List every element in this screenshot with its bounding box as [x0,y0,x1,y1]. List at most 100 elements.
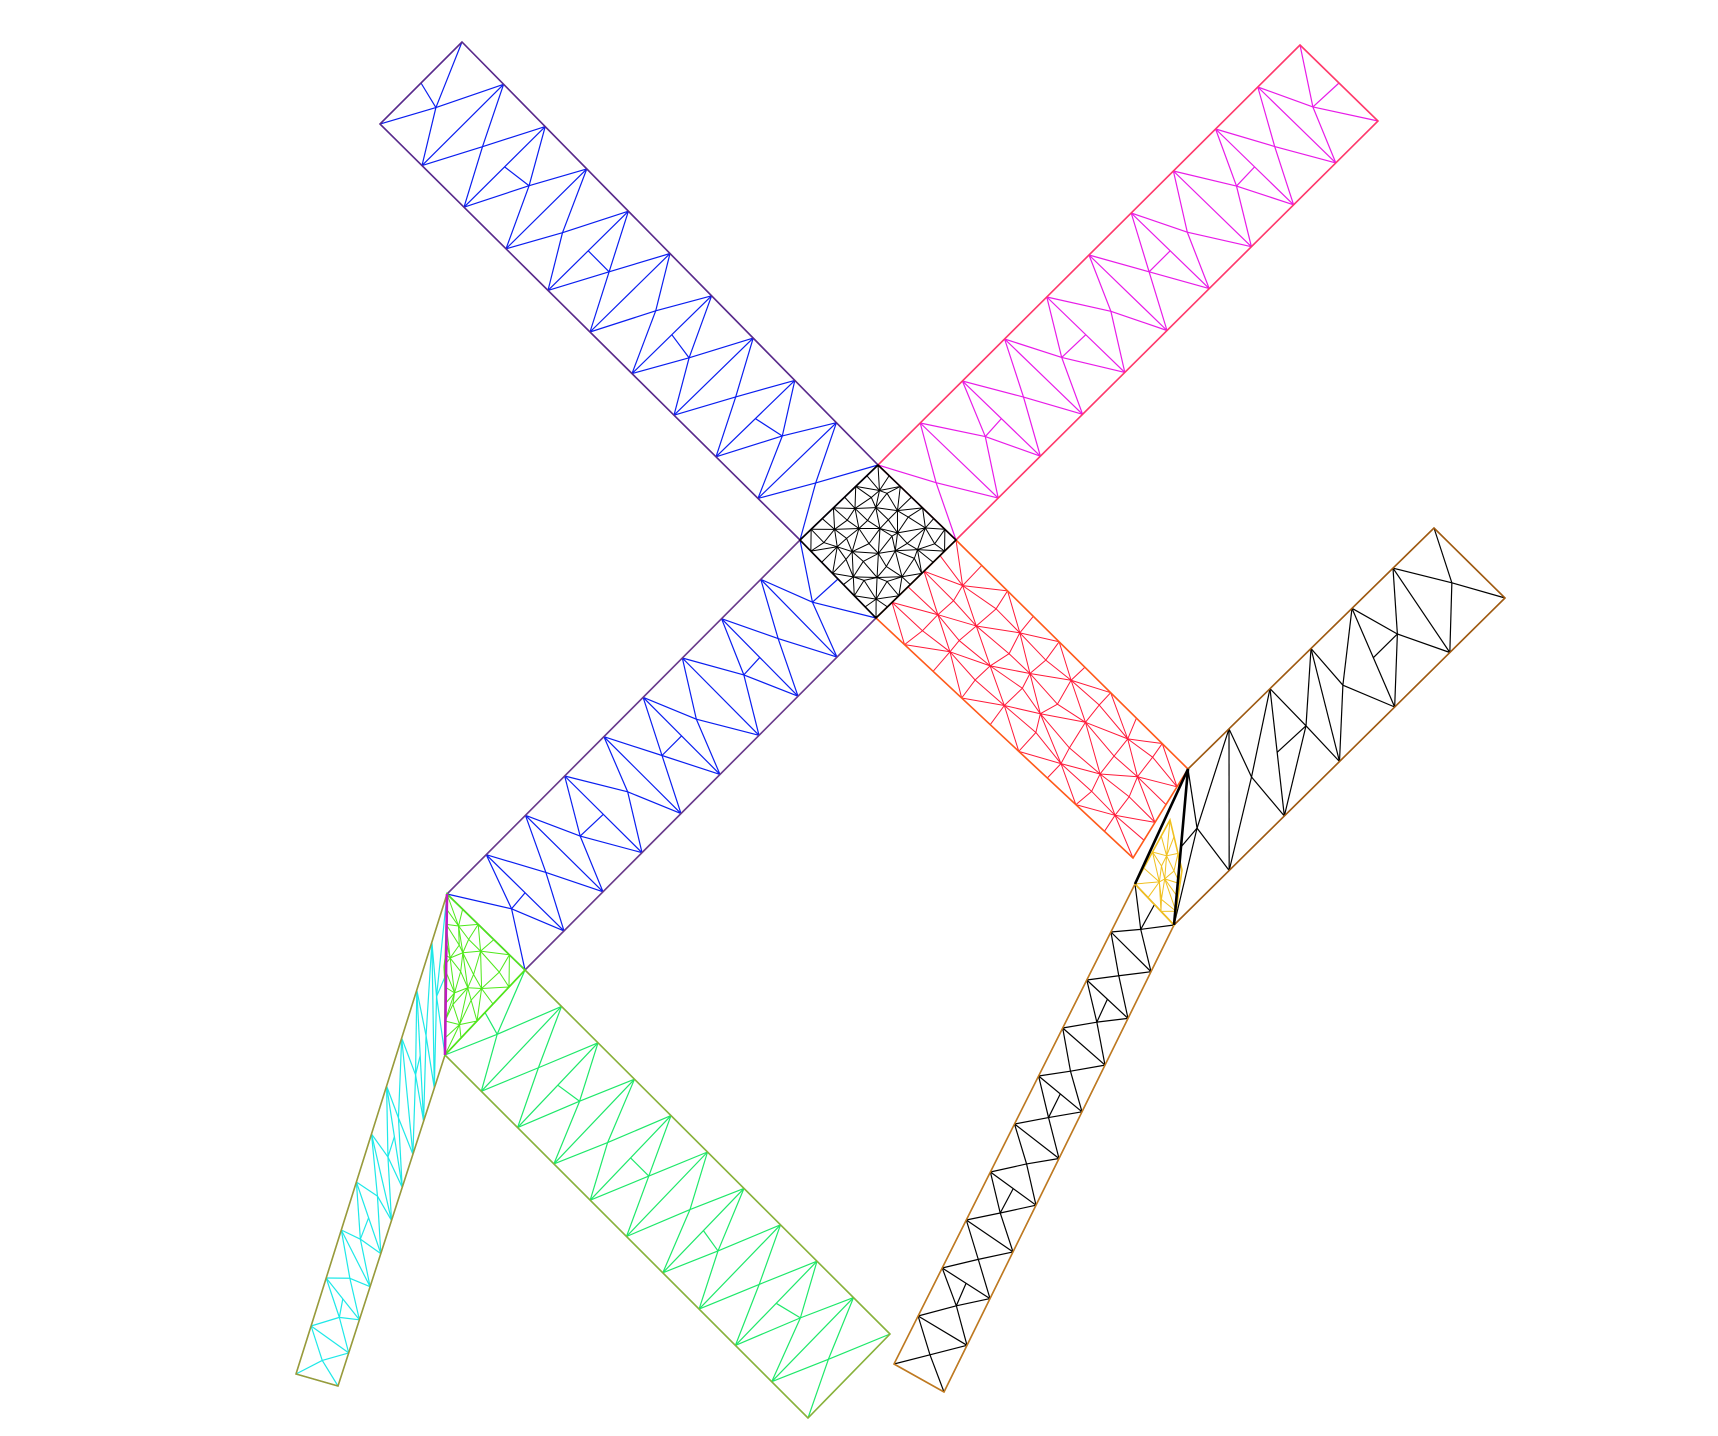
mesh-edge [887,519,898,534]
mesh-edge [735,379,795,398]
mesh-edge [897,496,912,511]
mesh-edge [877,553,887,567]
mesh-edge [942,1258,979,1269]
mesh-edge [924,527,936,545]
mesh-edge [893,1354,931,1365]
mesh-edge [898,576,903,596]
mesh-edge [1113,755,1138,778]
mesh-edge [917,549,934,563]
mesh-edge [827,1297,855,1360]
mesh-edge [1392,567,1451,653]
mesh-edge [449,944,460,959]
mesh-edge [1235,185,1252,247]
mesh-edge [984,418,1002,437]
left-strut-mesh [294,893,448,1387]
mesh-edge [1137,756,1154,778]
mesh-edge [877,464,937,484]
mesh-edge [958,640,991,667]
mesh-edge [961,679,976,699]
mesh-edge [1008,653,1031,674]
mesh-edge [1091,773,1101,792]
mesh-edge [1136,776,1156,823]
mesh-edge [1019,632,1060,643]
mesh-edge [414,1055,421,1075]
mesh-edge [870,497,877,508]
mesh-edge [1019,632,1047,661]
mesh-edge [811,601,838,658]
mesh-edge [387,1156,403,1188]
mesh-edge [452,1004,461,1025]
mesh-edge [976,625,1020,634]
mesh-edge [1257,86,1276,147]
mesh-edge [476,988,483,1022]
mesh-edge [897,527,926,534]
mesh-edge [1351,607,1398,635]
mesh-edge [673,337,754,416]
mesh-edge [486,854,547,874]
mesh-edge [854,595,877,600]
mesh-edge [852,551,879,554]
mesh-edge [1158,881,1162,912]
mesh-edge [895,549,918,552]
mesh-edge [886,493,898,511]
mesh-edge [1100,773,1138,778]
mesh-edge [468,924,479,940]
mesh-edge [1130,212,1150,272]
mesh-edge [1251,776,1285,817]
mesh-edge [877,535,893,554]
mesh-edge [721,618,779,640]
mesh-edge [1148,271,1168,331]
mesh-edge [579,1042,599,1102]
mesh-edge [875,598,888,608]
mesh-edge [1023,396,1083,415]
mesh-edge [397,1117,403,1188]
right-strut-outline [892,882,1175,1394]
upper-left-arm-mesh [378,40,880,542]
mesh-edge [1164,870,1175,880]
mesh-edge [1137,776,1167,805]
mesh-edge [941,1267,957,1306]
mesh-edge [480,1034,498,1092]
mesh-edge [1110,692,1129,740]
mesh-edge [467,987,472,1001]
mesh-edge [702,1230,719,1252]
mesh-edge [1127,738,1163,745]
mesh-edge [937,614,977,627]
mesh-edge [984,436,999,499]
mesh-edge [1312,82,1340,108]
mesh-edge [356,1181,378,1197]
mesh-edge [821,518,835,530]
mesh-edge [897,516,909,534]
mesh-edge [1084,722,1101,775]
mesh-edge [452,987,469,1005]
mesh-edge [688,337,754,359]
mesh-edge [876,577,888,582]
mesh-edge [1110,311,1126,373]
mesh-edge [834,528,847,539]
mesh-edge [1019,632,1031,674]
mesh-edge [800,1297,854,1319]
mesh-edge [562,210,629,234]
mesh-edge [815,464,879,484]
mesh-edge [1186,232,1210,289]
mesh-edge [896,486,901,511]
mesh-edge [681,657,697,720]
mesh-edge [886,485,901,494]
mesh-edge [923,571,939,615]
mesh-edge [832,572,854,578]
mesh-edge [929,1354,945,1393]
mesh-edge [537,1006,563,1068]
mesh-edge [545,871,604,893]
mesh-edge [953,600,977,627]
mesh-edge [989,665,1005,706]
mesh-edge [505,232,563,250]
mesh-edge [444,1024,460,1056]
mesh-edge [854,486,857,509]
mesh-edge [875,507,898,512]
mesh-edge [627,791,643,853]
mesh-edge [673,396,736,416]
mesh-edge [985,436,1041,457]
mesh-edge [1029,673,1041,714]
mesh-edge [1114,814,1145,841]
mesh-edge [322,1352,349,1362]
